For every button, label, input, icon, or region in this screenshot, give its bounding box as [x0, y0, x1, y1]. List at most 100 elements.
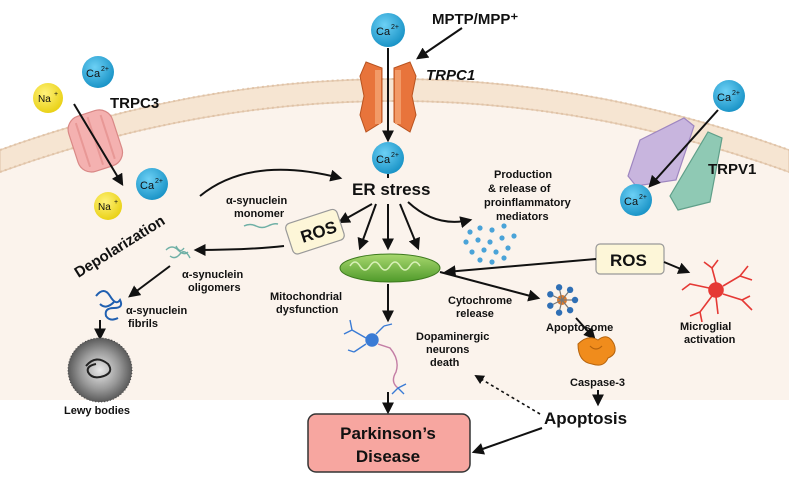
- parkinsons-disease-box: Parkinson’s Disease: [307, 413, 471, 473]
- svg-text:Ca: Ca: [624, 196, 639, 208]
- production-label-1: Production: [494, 169, 552, 181]
- microglial-label-1: Microglial: [680, 321, 731, 333]
- mediator-dot: [469, 249, 475, 255]
- arrow-ros-to-mito: [443, 258, 597, 278]
- apoptosis-label: Apoptosis: [544, 409, 627, 428]
- arrow-er-to-mito-3: [399, 203, 420, 251]
- calcium-ion-trpv1-bottom: Ca 2+: [620, 184, 652, 216]
- mitochondrion-icon: [339, 253, 441, 283]
- mediator-dot: [489, 227, 495, 233]
- svg-text:Ca: Ca: [376, 26, 391, 38]
- mediator-dot: [477, 257, 483, 263]
- svg-text:+: +: [54, 91, 58, 98]
- syn-oligomers-label-1: α-synuclein: [182, 269, 243, 281]
- arrow-er-to-mediators: [407, 201, 473, 229]
- mediator-dot: [505, 245, 511, 251]
- calcium-ion-trpv1-top: Ca 2+: [713, 80, 745, 112]
- mediator-dot: [475, 237, 481, 243]
- trpv1-label: TRPV1: [708, 161, 756, 178]
- mptp-label: MPTP/MPP⁺: [432, 11, 518, 28]
- arrow-ros-to-oligomers: [193, 243, 285, 256]
- calcium-ion-top: Ca 2+: [371, 13, 405, 47]
- apoptosome-subunit: [571, 296, 579, 304]
- mediator-dot: [463, 239, 469, 245]
- mito-label-1: Mitochondrial: [270, 291, 342, 303]
- dopaminergic-neuron-icon: [343, 319, 407, 395]
- arrow-mptp-to-ca: [416, 27, 463, 60]
- dopa-label-3: death: [430, 357, 460, 369]
- mediator-dot: [487, 239, 493, 245]
- svg-text:Na: Na: [38, 94, 51, 105]
- syn-monomer-label-2: monomer: [234, 208, 285, 220]
- apoptosome-subunit: [555, 284, 563, 291]
- svg-text:Ca: Ca: [140, 180, 155, 192]
- svg-text:2+: 2+: [155, 178, 163, 185]
- arrow-apoptosis-to-neuron-dotted: [474, 375, 541, 415]
- mediator-dot: [501, 223, 507, 229]
- arrow-ros-to-microglia: [663, 261, 691, 274]
- arrow-er-to-ros: [337, 203, 373, 224]
- mediator-dot: [499, 235, 505, 241]
- er-stress-label: ER stress: [352, 180, 430, 199]
- arrow-through-trpc3: [73, 103, 124, 187]
- ros-box-left: ROS: [285, 208, 345, 255]
- syn-fibrils-label-1: α-synuclein: [126, 305, 187, 317]
- svg-text:Na: Na: [98, 202, 111, 213]
- trpc3-label: TRPC3: [110, 95, 159, 112]
- proinflammatory-mediators-icon: [463, 223, 517, 265]
- arrow-through-trpv1: [648, 109, 719, 188]
- trpc1-channel: [359, 61, 417, 133]
- lewy-body-icon: [67, 337, 133, 403]
- production-label-2: & release of: [488, 183, 551, 195]
- apoptosome-subunit: [566, 306, 574, 314]
- calcium-ion-trpc3-top: Ca 2+: [82, 56, 114, 88]
- syn-oligomers-icon: [165, 245, 191, 259]
- syn-fibrils-icon: [95, 290, 123, 321]
- cytoplasm: [0, 90, 789, 400]
- sodium-ion-top: Na +: [33, 83, 63, 113]
- svg-text:2+: 2+: [391, 24, 399, 31]
- dopa-label-1: Dopaminergic: [416, 331, 489, 343]
- pd-label-1: Parkinson’s: [340, 424, 436, 443]
- mediator-dot: [481, 247, 487, 253]
- pd-label-2: Disease: [356, 447, 420, 466]
- mediator-dot: [467, 229, 473, 235]
- syn-oligomers-label-2: oligomers: [188, 282, 241, 294]
- apoptosome-icon: [547, 284, 579, 316]
- apoptosome-subunit: [547, 291, 554, 298]
- cyto-label-1: Cytochrome: [448, 295, 512, 307]
- calcium-ion-cytosol: Ca 2+: [372, 142, 404, 174]
- apoptosome-subunit: [547, 302, 554, 309]
- calcium-ion-trpc3-bottom: Ca 2+: [136, 168, 168, 200]
- svg-text:ROS: ROS: [610, 251, 647, 270]
- production-label-4: mediators: [496, 211, 549, 223]
- mediator-dot: [489, 259, 495, 265]
- mediator-dot: [493, 249, 499, 255]
- microglial-label-2: activation: [684, 334, 736, 346]
- svg-text:Ca: Ca: [86, 68, 101, 80]
- lewy-bodies-label: Lewy bodies: [64, 405, 130, 417]
- apoptosome-subunit: [555, 309, 563, 316]
- sodium-ion-bottom: Na +: [94, 192, 122, 220]
- arrow-apoptosis-to-pd: [471, 427, 543, 455]
- svg-text:+: +: [114, 199, 118, 206]
- arrow-er-to-mito-1: [357, 203, 377, 251]
- svg-text:Ca: Ca: [376, 154, 391, 166]
- arrow-apoptosome-to-caspase: [575, 317, 596, 340]
- syn-fibrils-label-2: fibrils: [128, 318, 158, 330]
- ros-box-right: ROS: [595, 243, 665, 275]
- apoptosome-label: Apoptosome: [546, 322, 613, 334]
- arrow-depolarization-to-er: [199, 168, 343, 197]
- arrow-mito-to-apoptosome: [439, 271, 541, 302]
- syn-monomer-label-1: α-synuclein: [226, 195, 287, 207]
- apoptosome-subunit: [566, 286, 574, 294]
- mediator-dot: [477, 225, 483, 231]
- mito-label-2: dysfunction: [276, 304, 339, 316]
- arrow-oligomers-to-fibrils: [128, 265, 171, 298]
- cyto-label-2: release: [456, 308, 494, 320]
- mediator-dot: [511, 233, 517, 239]
- caspase-label: Caspase-3: [570, 377, 625, 389]
- mediator-dot: [501, 255, 507, 261]
- trpc1-label: TRPC1: [426, 67, 475, 84]
- svg-text:2+: 2+: [391, 152, 399, 159]
